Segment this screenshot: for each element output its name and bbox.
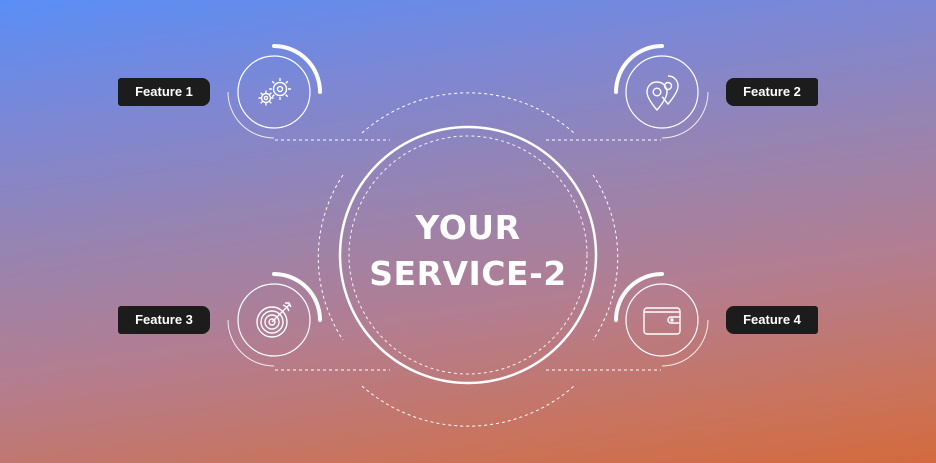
center-title: YOUR SERVICE-2 — [338, 205, 598, 297]
outer-dashed-arc-bottom — [361, 385, 575, 427]
feature-2-node — [614, 44, 709, 139]
feature-3-label: Feature 3 — [118, 306, 210, 334]
target-icon — [249, 295, 299, 345]
feature-4-label: Feature 4 — [726, 306, 818, 334]
center-title-line-2: SERVICE-2 — [369, 254, 567, 293]
feature-1-label: Feature 1 — [118, 78, 210, 106]
center-inner-dashed-ring — [348, 135, 588, 375]
center-title-line-1: YOUR — [415, 208, 521, 247]
outer-dashed-arc-left — [317, 174, 344, 341]
outer-dashed-arc-right — [592, 174, 619, 341]
feature-4-node — [614, 272, 709, 367]
feature-3-node — [227, 272, 322, 367]
center-outer-ring — [338, 125, 598, 385]
feature-1-node — [227, 44, 322, 139]
wallet-icon — [637, 295, 687, 345]
feature-2-label: Feature 2 — [726, 78, 818, 106]
gears-icon — [249, 67, 299, 117]
outer-dashed-arc-top — [361, 92, 575, 134]
map-pins-icon — [637, 67, 687, 117]
